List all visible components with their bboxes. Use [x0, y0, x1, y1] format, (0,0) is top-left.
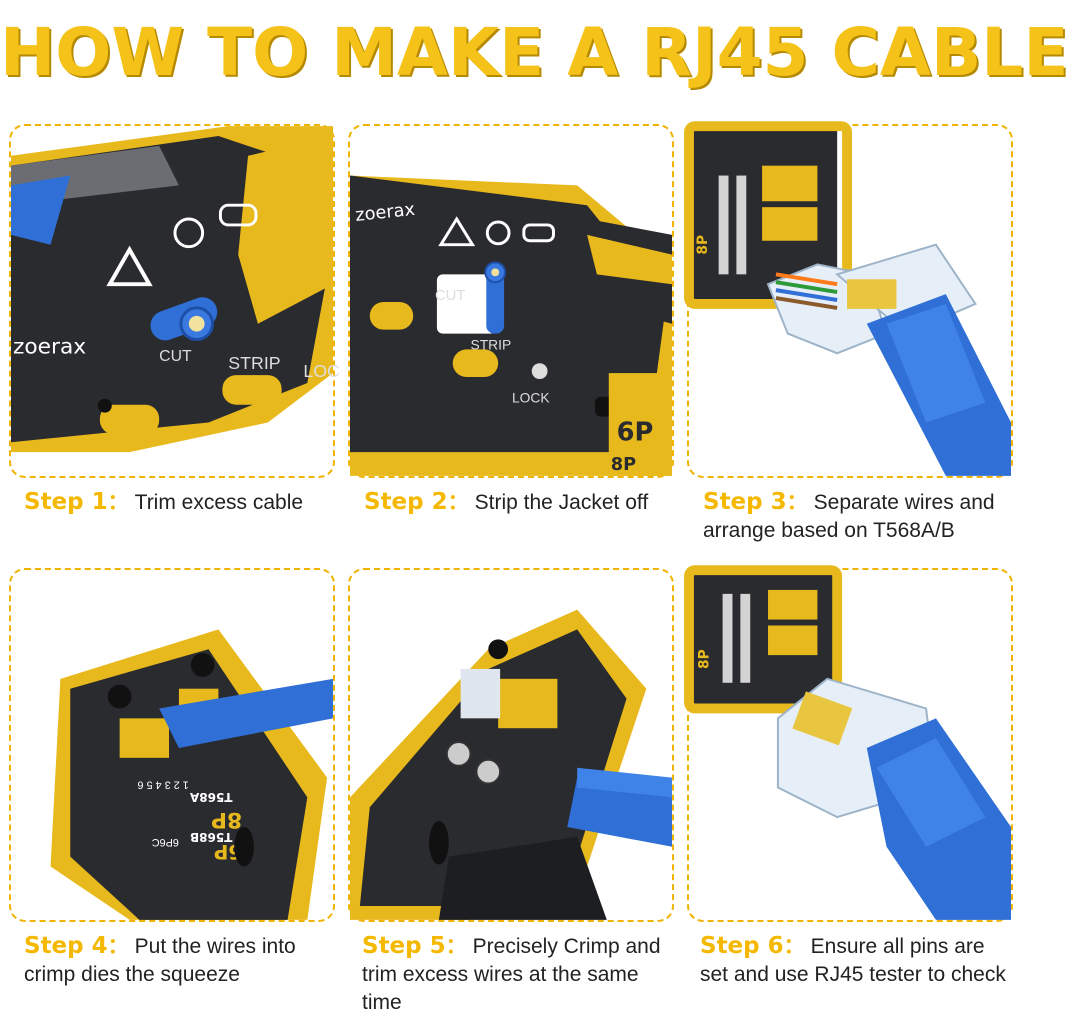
step-2-text: Strip the Jacket off	[474, 491, 649, 514]
step-6-sep: ：	[783, 935, 805, 958]
step-1-image: zoerax CUT STRIP LOC	[9, 124, 340, 478]
crimp-die-illustration: 1 2 3 4 5 6 8P 6P 6P6C	[50, 629, 333, 920]
t568a-label: T568A	[190, 790, 233, 804]
finished-connector-illustration: 8P	[684, 565, 1011, 920]
eight-p-label: 8P	[611, 455, 636, 475]
step-6-caption: Step 6：Ensure all pins are set and use R…	[700, 932, 1012, 989]
step-3-image: 8P	[684, 121, 1013, 478]
eight-p-label: 8P	[697, 649, 713, 669]
step-3-text: Separate wires and arrange based on T568…	[703, 491, 995, 542]
step-1-caption: Step 1：Trim excess cable	[24, 488, 344, 517]
step-1-label: Step 1	[24, 489, 108, 515]
step-6-image: 8P	[684, 565, 1013, 922]
page-title: HOW TO MAKE A RJ45 CABLE	[0, 14, 1068, 91]
step-5-text: Precisely Crimp and trim excess wires at…	[362, 935, 661, 1014]
t568b-label: T568B	[190, 830, 233, 844]
step-3-sep: ：	[786, 491, 808, 514]
step-2-sep: ：	[447, 491, 469, 514]
brand-text: zoerax	[13, 334, 86, 359]
step-3-label: Step 3	[703, 489, 787, 515]
pin-numbers: 1 2 3 4 5 6	[137, 779, 188, 791]
step-5-image	[348, 568, 674, 922]
strip-label: STRIP	[228, 353, 280, 373]
step-3-caption: Step 3：Separate wires and arrange based …	[703, 488, 1013, 545]
eight-p-label: 8P	[695, 235, 711, 255]
step-2-label: Step 2	[364, 489, 448, 515]
step-4-caption: Step 4：Put the wires into crimp dies the…	[24, 932, 324, 989]
step-4-image: 1 2 3 4 5 6 8P 6P 6P6C	[9, 568, 335, 922]
step-4-sep: ：	[107, 935, 129, 958]
step-5-caption: Step 5：Precisely Crimp and trim excess w…	[362, 932, 682, 1017]
lock-label: LOC	[303, 361, 340, 381]
six-p-label: 6P	[617, 417, 654, 447]
step-2-image: zoerax CUT STRIP LOCK 6P 8P	[348, 124, 674, 478]
crimper-cut-illustration: zoerax CUT STRIP LOC	[11, 126, 340, 453]
step-6-label: Step 6	[700, 933, 784, 959]
step-4-label: Step 4	[24, 933, 108, 959]
step-5-label: Step 5	[362, 933, 446, 959]
step-6-text: Ensure all pins are set and use RJ45 tes…	[700, 935, 1006, 986]
cut-label: CUT	[435, 288, 465, 304]
six-p-six-c-label: 6P6C	[152, 836, 179, 848]
step-1-text: Trim excess cable	[134, 491, 304, 514]
connector-insert-illustration: 8P	[684, 121, 1011, 476]
crimp-trim-illustration	[350, 609, 672, 920]
step-2-caption: Step 2：Strip the Jacket off	[364, 488, 684, 517]
strip-label: STRIP	[471, 336, 512, 352]
eight-p-label: 8P	[211, 807, 242, 832]
crimper-strip-illustration: zoerax CUT STRIP LOCK 6P 8P	[350, 175, 672, 476]
lock-label: LOCK	[512, 390, 550, 406]
step-5-sep: ：	[445, 935, 467, 958]
cut-label: CUT	[159, 348, 192, 365]
step-4-text: Put the wires into crimp dies the squeez…	[24, 935, 296, 986]
step-1-sep: ：	[107, 491, 129, 514]
